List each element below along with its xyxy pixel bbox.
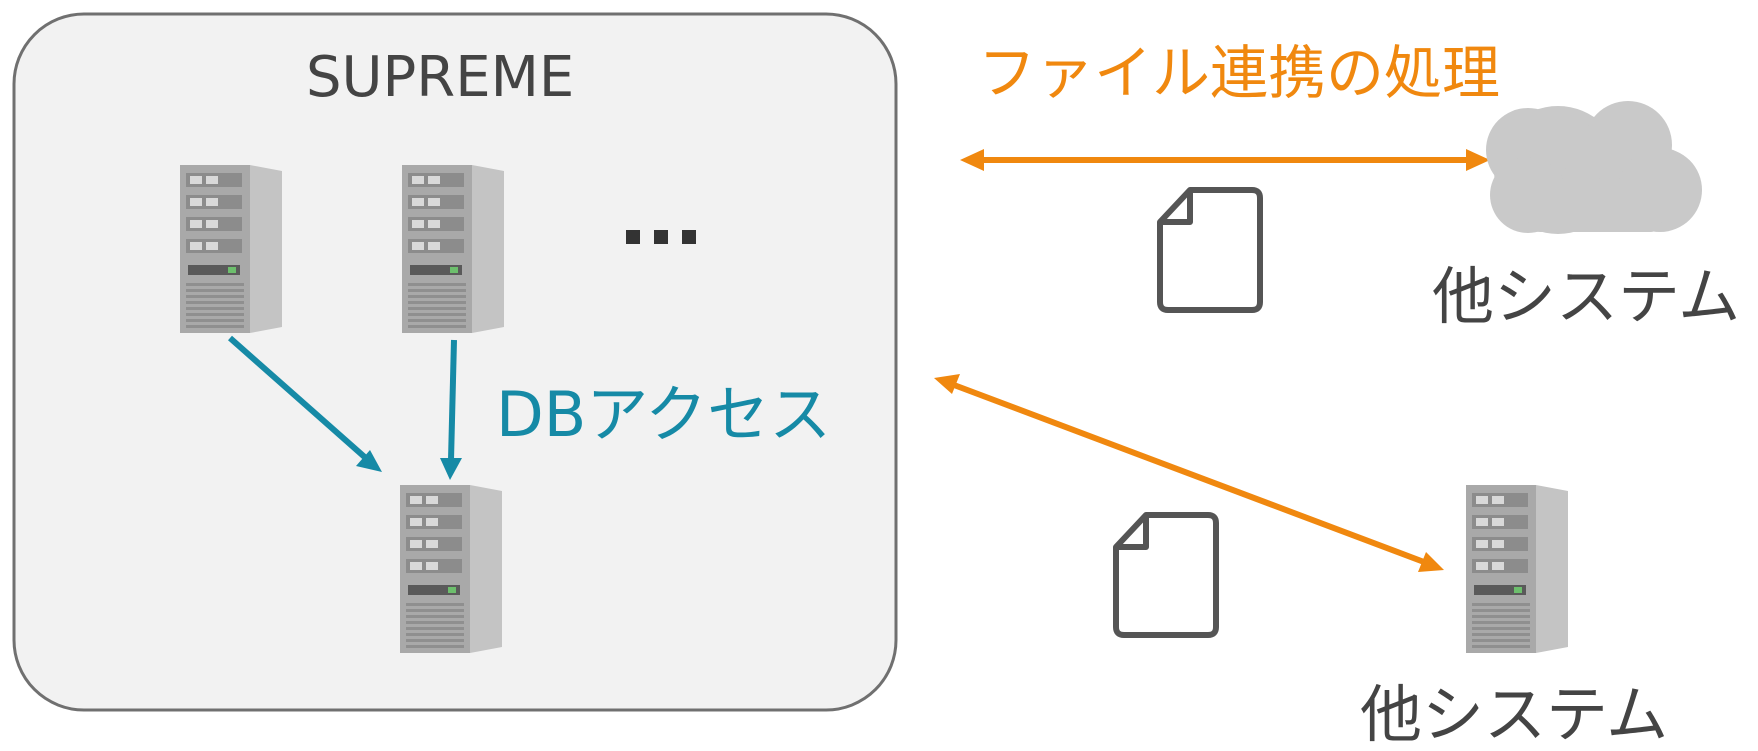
db-access-label: DBアクセス <box>496 378 832 451</box>
file-link-arrows <box>934 149 1490 572</box>
ellipsis-dot <box>626 230 640 244</box>
server-icon <box>402 165 504 333</box>
server-icon <box>1466 485 1568 653</box>
ellipsis-dot <box>682 230 696 244</box>
cloud-icon <box>1486 101 1702 234</box>
server-icon <box>400 485 502 653</box>
external-system-label: 他システム <box>1432 260 1741 333</box>
ellipsis <box>626 230 696 244</box>
file-link-label: ファイル連携の処理 <box>978 39 1501 107</box>
document-icon <box>1116 515 1216 635</box>
document-icon <box>1160 190 1260 310</box>
external-system-label: 他システム <box>1360 678 1669 751</box>
ellipsis-dot <box>654 230 668 244</box>
db-access-arrows <box>228 335 462 480</box>
server-icon <box>180 165 282 333</box>
supreme-title: SUPREME <box>306 45 575 110</box>
